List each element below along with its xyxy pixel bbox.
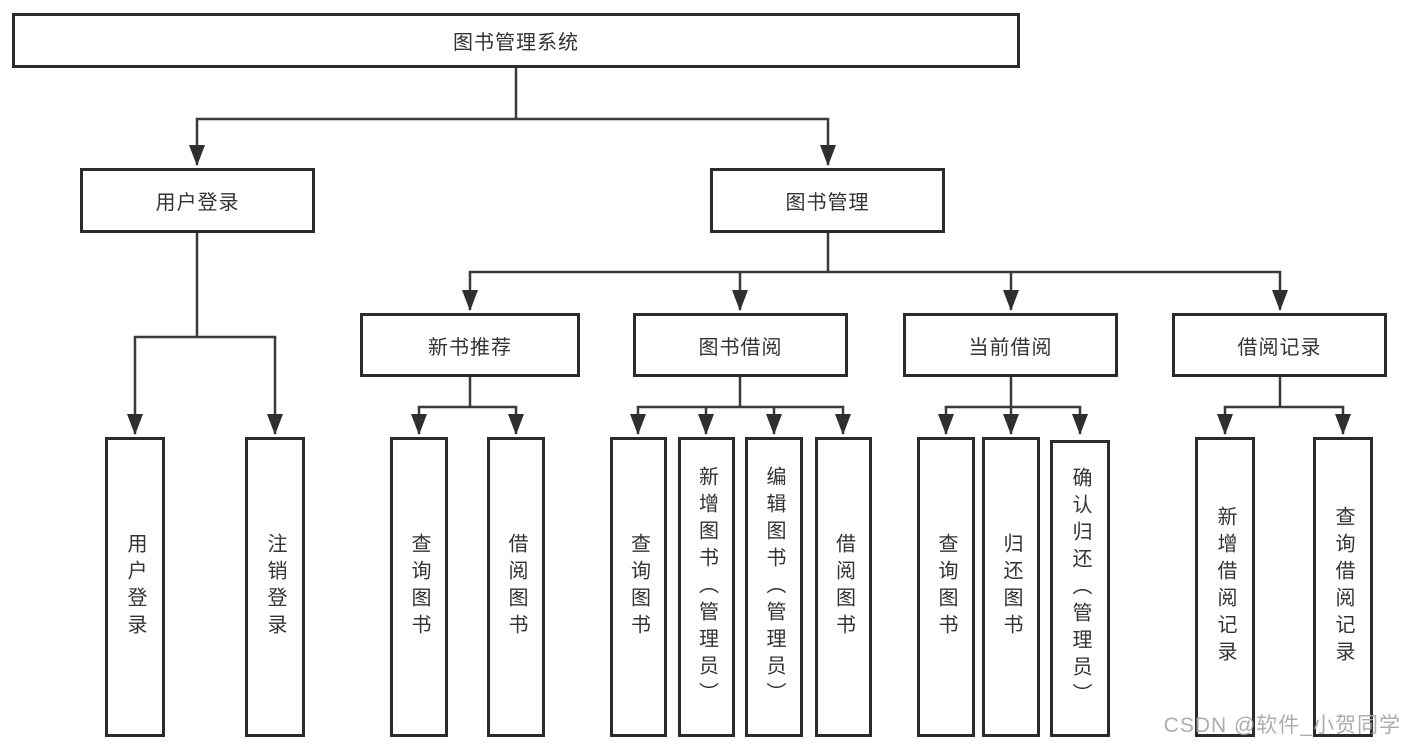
node-label: 图书管理 (785, 192, 870, 214)
leaf-add-books-admin: 新增图书（管理员） (678, 437, 735, 737)
leaf-search-borrow-record: 查询借阅记录 (1313, 437, 1373, 737)
node-label: 用户登录 (155, 192, 240, 214)
leaf-user-login: 用户登录 (105, 437, 165, 737)
node-label: 编辑图书（管理员） (763, 465, 785, 709)
node-label: 图书管理系统 (453, 32, 579, 54)
leaf-borrow-books-1: 借阅图书 (487, 437, 545, 737)
node-label: 借阅图书 (505, 533, 527, 641)
node-label: 注销登录 (264, 533, 286, 641)
leaf-return-books: 归还图书 (982, 437, 1040, 737)
csdn-watermark: CSDN @软件_小贺同学 (1163, 714, 1401, 737)
node-label: 确认归还（管理员） (1069, 467, 1091, 710)
node-label: 查询图书 (408, 533, 430, 641)
node-current-borrowing: 当前借阅 (903, 313, 1118, 377)
node-label: 用户登录 (124, 533, 146, 641)
node-borrowing-records: 借阅记录 (1172, 313, 1387, 377)
node-book-management: 图书管理 (710, 168, 945, 233)
node-label: 新增图书（管理员） (695, 465, 718, 709)
node-new-book-recommendation: 新书推荐 (360, 313, 580, 377)
node-label: 查询图书 (935, 533, 957, 641)
node-label: 查询图书 (627, 533, 650, 641)
node-label: 借阅图书 (832, 533, 855, 641)
node-label: 归还图书 (1000, 533, 1022, 641)
node-label: 查询借阅记录 (1332, 506, 1354, 668)
node-book-borrowing: 图书借阅 (633, 313, 848, 377)
node-label: 借阅记录 (1237, 336, 1322, 359)
leaf-borrow-books-2: 借阅图书 (815, 437, 872, 737)
leaf-search-books-2: 查询图书 (610, 437, 667, 737)
node-label: 当前借阅 (968, 336, 1053, 359)
node-user-login: 用户登录 (80, 168, 315, 233)
node-label: 新书推荐 (428, 336, 512, 359)
node-library-management-system: 图书管理系统 (12, 13, 1020, 68)
leaf-logout: 注销登录 (245, 437, 305, 737)
node-label: 图书借阅 (698, 336, 783, 359)
leaf-add-borrow-record: 新增借阅记录 (1195, 437, 1255, 737)
leaf-edit-books-admin: 编辑图书（管理员） (745, 437, 803, 737)
leaf-search-books-1: 查询图书 (390, 437, 448, 737)
node-label: 新增借阅记录 (1214, 506, 1236, 668)
leaf-search-books-3: 查询图书 (917, 437, 975, 737)
leaf-confirm-return-admin: 确认归还（管理员） (1050, 440, 1110, 737)
